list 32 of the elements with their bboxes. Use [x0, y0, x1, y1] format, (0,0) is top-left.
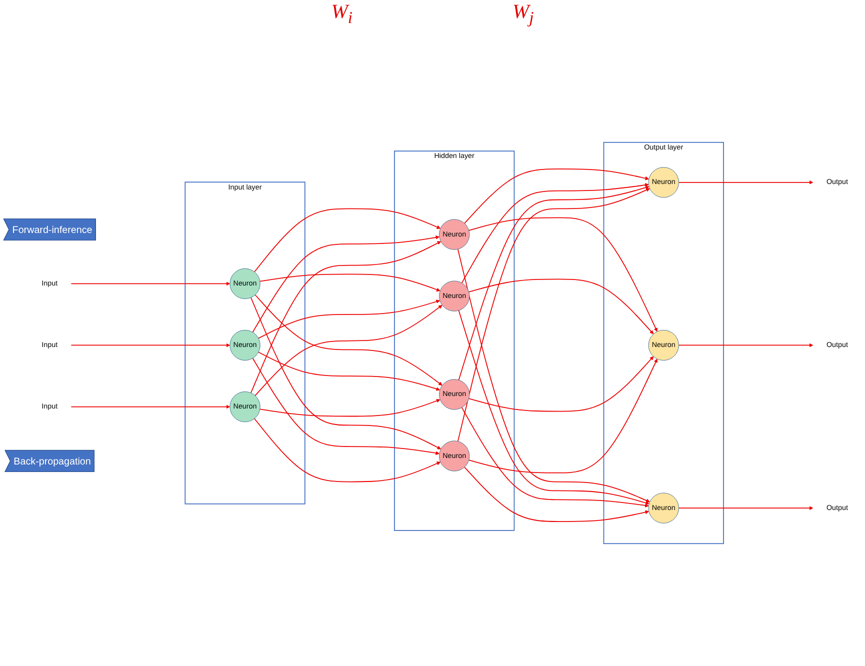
weight-label: W$_{i}$: [331, 0, 352, 28]
arrow: [250, 297, 442, 450]
arrow: [70, 404, 230, 409]
arrow: [458, 310, 650, 505]
arrow: [678, 180, 814, 184]
arrow: [464, 168, 650, 224]
arrow: [461, 407, 649, 508]
arrow: [254, 208, 441, 272]
arrow: [461, 183, 649, 284]
arrow: [254, 418, 441, 482]
arrow: [457, 188, 650, 442]
arrow: [254, 304, 442, 396]
arrow: [258, 300, 440, 339]
arrow: [464, 466, 650, 522]
weight-label: W$_{j}$: [512, 0, 534, 28]
arrow: [252, 235, 440, 333]
arrow: [678, 506, 814, 510]
arrow: [260, 274, 440, 292]
arrow: [468, 278, 654, 334]
arrow: [678, 343, 814, 348]
arrow: [250, 241, 442, 394]
arrow: [260, 398, 440, 417]
arrow: [252, 358, 440, 456]
arrow: [468, 356, 654, 412]
arrow: [254, 294, 442, 386]
arrow: [258, 352, 440, 391]
arrow: [70, 282, 230, 286]
arrow: [458, 186, 650, 380]
arrow: [468, 358, 658, 474]
arrow: [70, 343, 230, 348]
arrow: [457, 248, 650, 502]
arrow: [468, 217, 658, 332]
